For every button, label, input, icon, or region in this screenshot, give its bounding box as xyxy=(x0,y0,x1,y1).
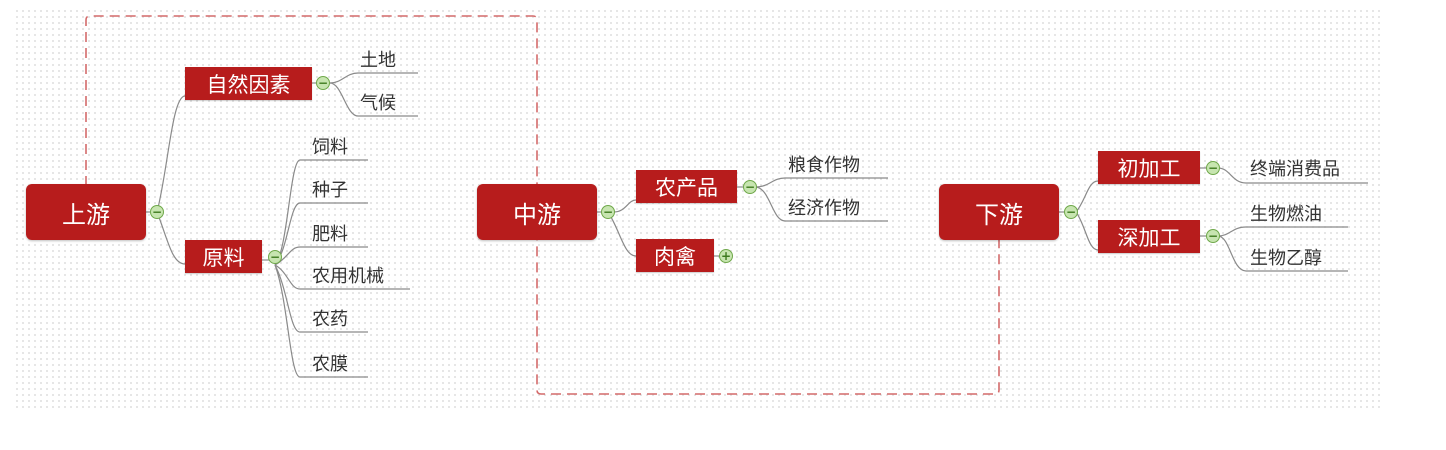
leaf-node-cash-crops[interactable]: 经济作物 xyxy=(788,198,860,219)
branch-node-primary-processing[interactable]: 初加工 xyxy=(1098,151,1200,184)
branch-node-raw-materials[interactable]: 原料 xyxy=(185,240,262,273)
leaf-node-farm-machinery[interactable]: 农用机械 xyxy=(312,266,384,287)
leaf-node-seeds[interactable]: 种子 xyxy=(312,180,348,201)
leaf-node-bioethanol[interactable]: 生物乙醇 xyxy=(1250,248,1322,269)
root-node-downstream[interactable]: 下游 xyxy=(939,184,1059,240)
leaf-node-agri-film[interactable]: 农膜 xyxy=(312,354,348,375)
branch-node-natural-factors[interactable]: 自然因素 xyxy=(185,67,312,100)
minus-circle-icon[interactable]: − xyxy=(1206,229,1220,243)
leaf-node-biofuel[interactable]: 生物燃油 xyxy=(1250,204,1322,225)
leaf-node-grain-crops[interactable]: 粮食作物 xyxy=(788,155,860,176)
leaf-node-climate[interactable]: 气候 xyxy=(360,93,396,114)
leaf-node-feed[interactable]: 饲料 xyxy=(312,137,348,158)
root-node-midstream[interactable]: 中游 xyxy=(477,184,597,240)
leaf-node-land[interactable]: 土地 xyxy=(360,50,396,71)
branch-node-agri-products[interactable]: 农产品 xyxy=(636,170,737,203)
minus-circle-icon[interactable]: − xyxy=(268,250,282,264)
root-node-upstream[interactable]: 上游 xyxy=(26,184,146,240)
minus-circle-icon[interactable]: − xyxy=(316,76,330,90)
minus-circle-icon[interactable]: − xyxy=(1206,161,1220,175)
leaf-node-fertilizer[interactable]: 肥料 xyxy=(312,224,348,245)
minus-circle-icon[interactable]: − xyxy=(150,205,164,219)
branch-node-meat-poultry[interactable]: 肉禽 xyxy=(636,239,714,272)
minus-circle-icon[interactable]: − xyxy=(601,205,615,219)
leaf-node-consumer-goods[interactable]: 终端消费品 xyxy=(1250,159,1340,180)
minus-circle-icon[interactable]: − xyxy=(743,180,757,194)
leaf-node-pesticide[interactable]: 农药 xyxy=(312,309,348,330)
plus-circle-icon[interactable]: + xyxy=(719,249,733,263)
branch-node-deep-processing[interactable]: 深加工 xyxy=(1098,220,1200,253)
minus-circle-icon[interactable]: − xyxy=(1064,205,1078,219)
